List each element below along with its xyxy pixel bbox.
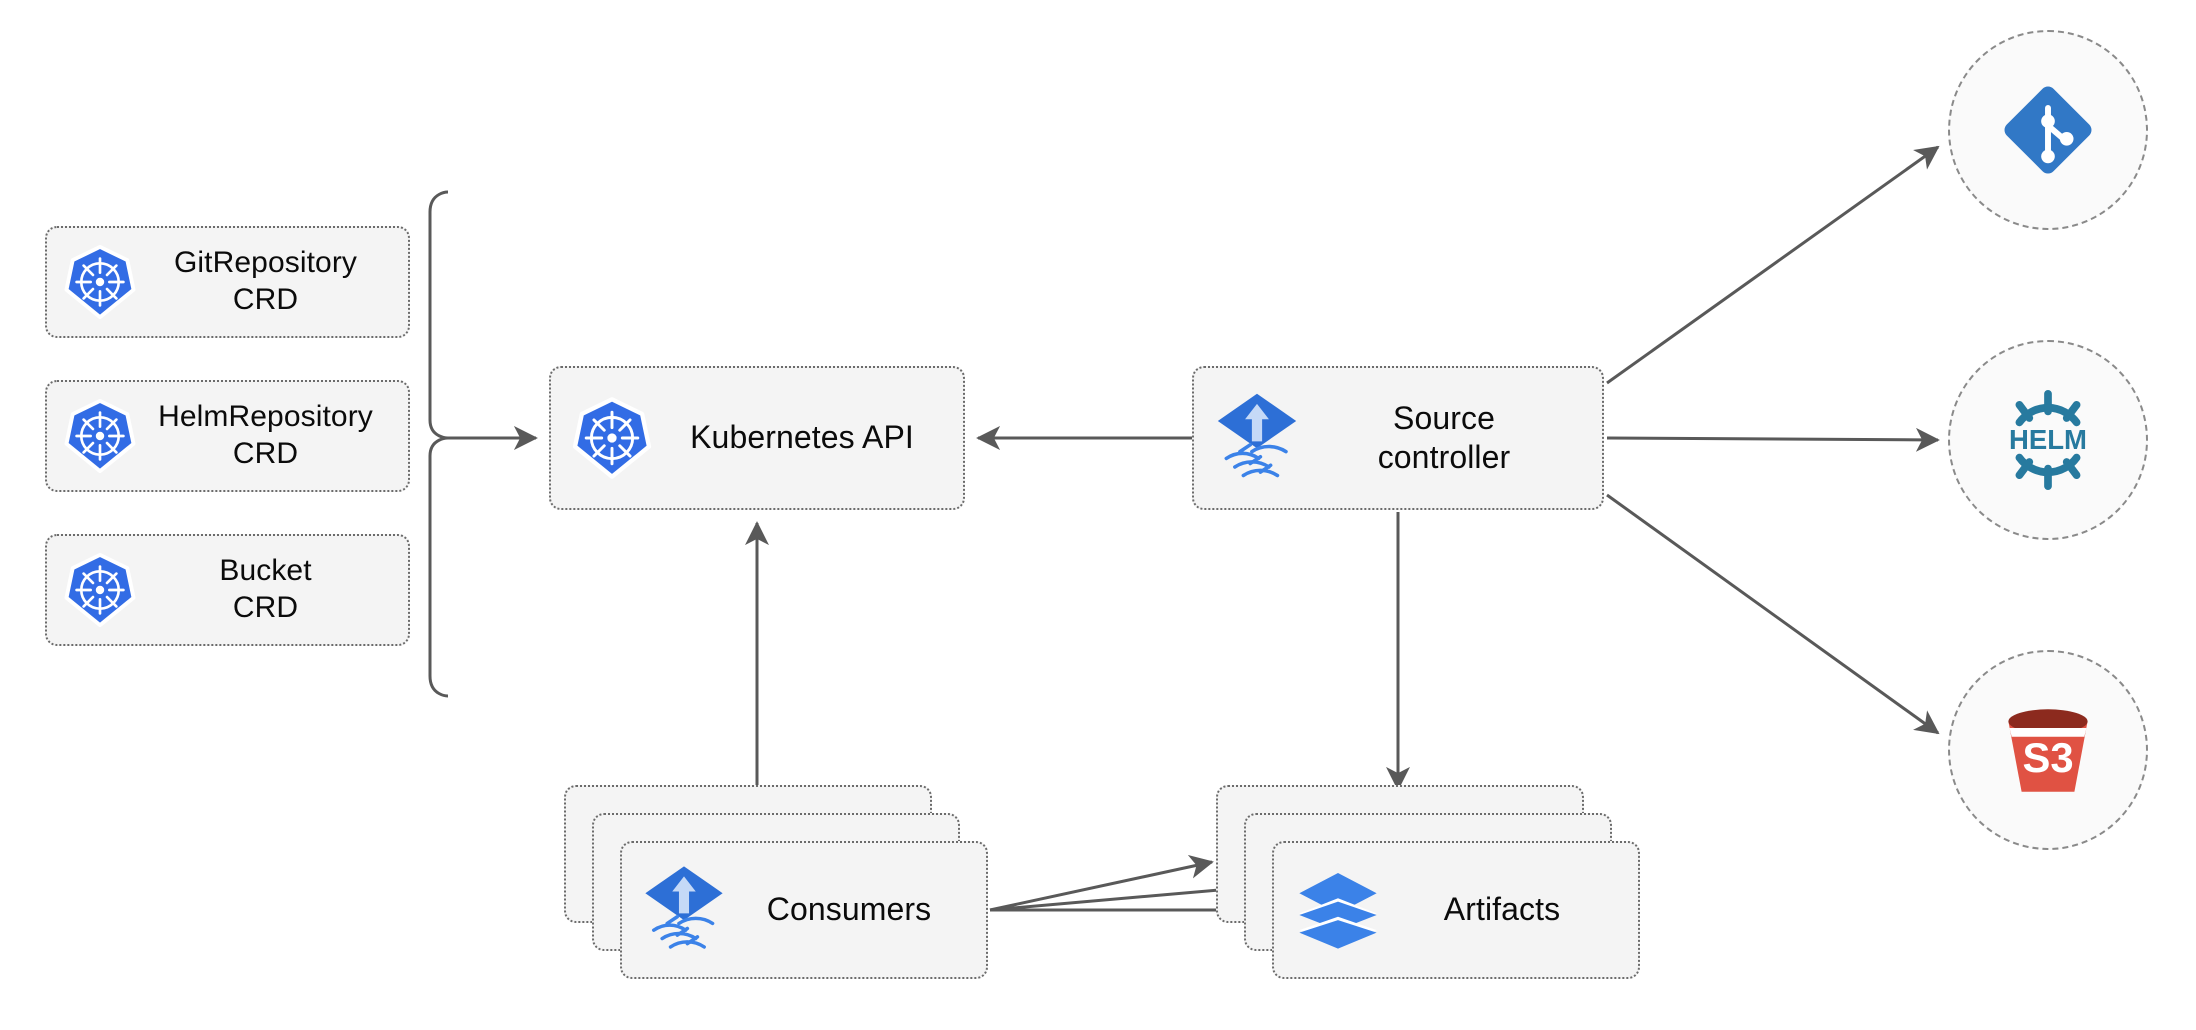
edge-consumers-to-artifacts-back: [989, 854, 1214, 912]
edge-source-controller-to-helm: [1606, 427, 1940, 452]
kubernetes-icon: [61, 243, 139, 321]
helm-icon: HELM: [1993, 385, 2103, 495]
source-controller-label: Source controller: [1377, 399, 1511, 475]
kubernetes-api-label: Kubernetes API: [690, 419, 914, 456]
bucket-crd-label: Bucket CRD: [219, 554, 312, 624]
crd-group-brace: [428, 190, 449, 698]
s3-icon: S3: [1993, 695, 2103, 805]
s3-wordmark: S3: [2022, 734, 2073, 781]
flux-source-controller-icon: [1214, 392, 1300, 484]
edge-source-controller-to-s3: [1606, 493, 1940, 735]
helm-wordmark: HELM: [2009, 424, 2087, 455]
layers-icon: [1296, 868, 1380, 952]
gitrepository-crd-node[interactable]: GitRepository CRD: [45, 226, 410, 338]
consumers-label: Consumers: [766, 891, 932, 928]
s3-source-node[interactable]: S3: [1948, 650, 2148, 850]
artifacts-label: Artifacts: [1443, 891, 1561, 928]
flux-source-controller-icon: [642, 864, 726, 956]
kubernetes-api-node[interactable]: Kubernetes API: [549, 366, 965, 510]
bucket-crd-node[interactable]: Bucket CRD: [45, 534, 410, 646]
consumers-node[interactable]: Consumers: [620, 841, 988, 979]
artifacts-node[interactable]: Artifacts: [1272, 841, 1640, 979]
edge-consumers-to-artifacts-middle: [989, 877, 1244, 912]
kubernetes-icon: [61, 551, 139, 629]
git-source-node[interactable]: [1948, 30, 2148, 230]
gitrepository-crd-label: GitRepository CRD: [173, 246, 358, 316]
edge-source-controller-to-git: [1606, 145, 1940, 385]
kubernetes-icon: [569, 395, 655, 481]
helmrepository-crd-label: HelmRepository CRD: [158, 400, 373, 470]
helmrepository-crd-node[interactable]: HelmRepository CRD: [45, 380, 410, 492]
git-icon: [1993, 75, 2103, 185]
kubernetes-icon: [61, 397, 139, 475]
helm-source-node[interactable]: HELM: [1948, 340, 2148, 540]
source-controller-node[interactable]: Source controller: [1192, 366, 1604, 510]
